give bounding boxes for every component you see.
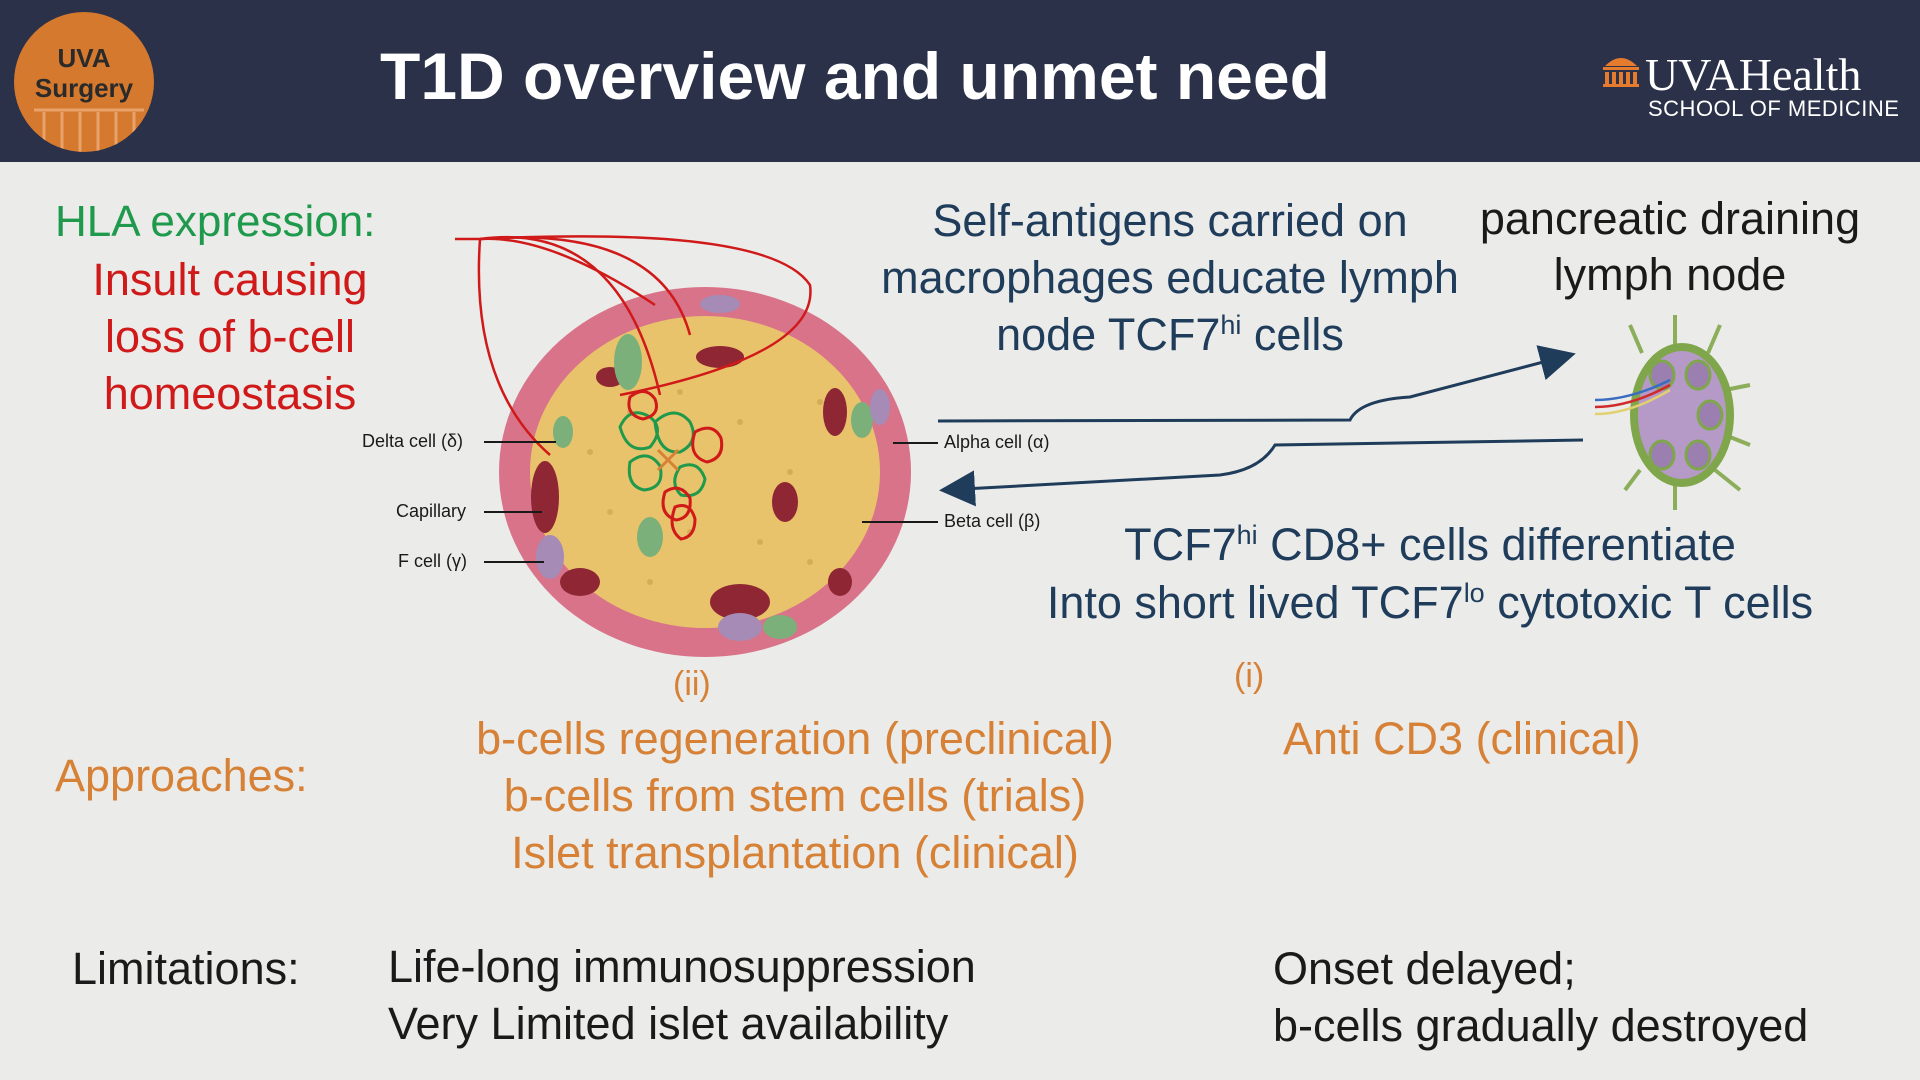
self-antigens-line-2: macrophages educate lymph <box>881 252 1459 303</box>
label-delta-cell: Delta cell (δ) <box>362 431 464 451</box>
limitation-left-2: Very Limited islet availability <box>388 998 949 1049</box>
uva-surgery-logo: UVA Surgery <box>14 12 154 152</box>
leader-f-cell <box>484 561 544 563</box>
limitation-right-2: b-cells gradually destroyed <box>1273 1000 1809 1051</box>
approach-item-3: Islet transplantation (clinical) <box>511 827 1079 878</box>
lymph-node-illustration <box>1594 315 1751 510</box>
label-capillary: Capillary <box>396 501 467 521</box>
marker-ii: (ii) <box>673 665 711 703</box>
approaches-label: Approaches: <box>55 750 308 801</box>
hla-insult-arrows <box>455 235 812 456</box>
badge-line-surgery: Surgery <box>34 73 134 103</box>
hla-line-1: Insult causing <box>92 254 368 305</box>
badge-line-uva: UVA <box>57 43 111 73</box>
lymph-node-line-1: pancreatic draining <box>1479 193 1861 244</box>
leader-delta <box>484 441 556 443</box>
school-of-medicine-label: SCHOOL OF MEDICINE <box>1648 96 1900 121</box>
leader-beta <box>862 521 938 523</box>
islet-illustration <box>499 287 911 657</box>
differentiate-line-1: TCF7hi CD8+ cells differentiate <box>1124 519 1736 570</box>
lymph-node-line-2: lymph node <box>1553 249 1787 300</box>
limitation-left-1: Life-long immunosuppression <box>388 941 976 992</box>
page-title: T1D overview and unmet need <box>380 39 1330 113</box>
approach-right: Anti CD3 (clinical) <box>1283 713 1641 764</box>
limitation-right-1: Onset delayed; <box>1273 943 1576 994</box>
rotunda-icon <box>34 108 144 152</box>
self-antigens-line-1: Self-antigens carried on <box>932 195 1408 246</box>
leader-alpha <box>893 442 938 444</box>
uva-health-logo: UVAHealth <box>1645 49 1862 100</box>
marker-i: (i) <box>1234 657 1265 695</box>
rotunda-logo-icon <box>1603 58 1639 87</box>
hla-heading: HLA expression: <box>55 197 376 246</box>
self-antigens-line-3: node TCF7hi cells <box>996 309 1344 360</box>
approach-item-1: b-cells regeneration (preclinical) <box>476 713 1114 764</box>
label-alpha-cell: Alpha cell (α) <box>944 432 1050 452</box>
approach-item-2: b-cells from stem cells (trials) <box>503 770 1087 821</box>
limitations-label: Limitations: <box>72 943 300 994</box>
label-f-cell: F cell (γ) <box>398 551 467 571</box>
hla-line-3: homeostasis <box>103 368 357 419</box>
hla-line-2: loss of b-cell <box>104 311 356 362</box>
leader-capillary <box>484 511 542 513</box>
header-bar <box>0 0 1920 162</box>
lymph-arrows <box>937 345 1584 507</box>
label-beta-cell: Beta cell (β) <box>944 511 1041 531</box>
differentiate-line-2: Into short lived TCF7lo cytotoxic T cell… <box>1046 577 1814 628</box>
